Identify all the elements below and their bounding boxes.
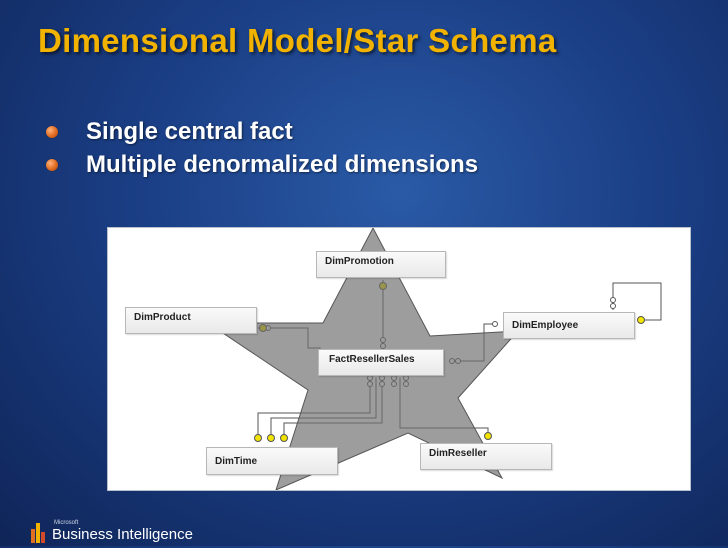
bi-logo-icon (30, 519, 48, 543)
bullet-dot-icon (46, 125, 58, 138)
table-name: DimEmployee (512, 320, 579, 331)
table-dim-promotion[interactable]: DimPromotion (316, 251, 446, 278)
slide-title: Dimensional Model/Star Schema (38, 22, 557, 59)
table-name: DimTime (215, 456, 258, 467)
table-name: FactResellerSales (329, 354, 415, 365)
table-name: DimProduct (134, 312, 191, 323)
table-dim-time[interactable]: DimTime (206, 447, 338, 475)
bullet-item: Single central fact (46, 115, 478, 148)
logo-text: Business Intelligence (52, 526, 193, 543)
bullet-text: Multiple denormalized dimensions (86, 150, 479, 178)
table-dim-reseller[interactable]: DimReseller (420, 443, 552, 470)
table-name: DimReseller (429, 448, 487, 459)
bullet-item: Multiple denormalized dimensions (46, 148, 478, 181)
bullet-text: Single central fact (86, 117, 293, 145)
background-watermark-text (0, 0, 728, 120)
business-intelligence-logo: Microsoft Business Intelligence (30, 513, 193, 543)
star-schema-diagram: DimPromotion DimProduct DimEmployee Fact… (107, 227, 691, 491)
table-fact-reseller-sales[interactable]: FactResellerSales (318, 349, 444, 376)
bullet-list: Single central fact Multiple denormalize… (46, 115, 478, 181)
logo-microsoft-text: Microsoft (54, 520, 79, 526)
table-name: DimPromotion (325, 256, 394, 267)
bullet-dot-icon (46, 158, 58, 171)
table-dim-product[interactable]: DimProduct (125, 307, 257, 334)
table-dim-employee[interactable]: DimEmployee (503, 312, 635, 339)
